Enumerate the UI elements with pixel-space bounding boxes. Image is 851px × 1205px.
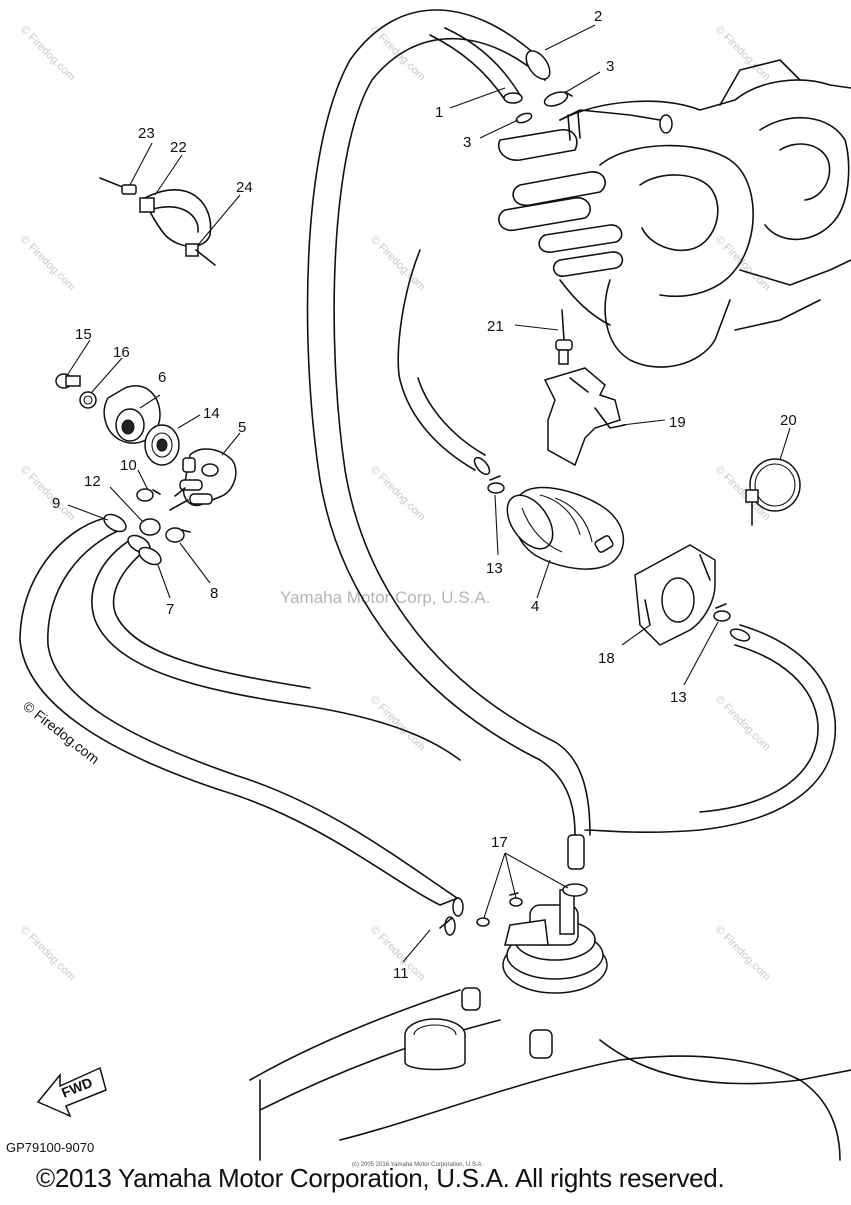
callout-20: 20: [780, 412, 797, 429]
callout-6: 6: [158, 369, 166, 386]
fuel-filter-assembly: [487, 475, 731, 622]
fuel-tank-fitting: [249, 883, 851, 1161]
callout-16: 16: [113, 344, 130, 361]
watermark-text: © Firedog.com: [18, 24, 78, 84]
callout-1: 1: [435, 104, 443, 121]
forward-direction-arrow: FWD: [36, 1066, 107, 1118]
band-22-clip-23-tie-24: [99, 177, 216, 266]
callout-9: 9: [52, 495, 60, 512]
callout-12: 12: [84, 473, 101, 490]
callout-15: 15: [75, 326, 92, 343]
watermark-text: © Firedog.com: [18, 924, 78, 984]
watermark-text: © Firedog.com: [18, 464, 78, 524]
callout-18: 18: [598, 650, 615, 667]
watermark-text: © Firedog.com: [713, 234, 773, 294]
callout-2: 2: [594, 8, 602, 25]
callout-8: 8: [210, 585, 218, 602]
copyright-notice: ©2013 Yamaha Motor Corporation, U.S.A. A…: [36, 1163, 725, 1193]
callout-14: 14: [203, 405, 220, 422]
clamp-3-assembly: [515, 91, 573, 124]
watermark-text: © Firedog.com: [713, 924, 773, 984]
callout-10: 10: [120, 457, 137, 474]
callout-numbers: 1 2 3 3 4 5 6 7 8 9 10 11 12 13 13 14 15…: [52, 8, 797, 982]
callout-3: 3: [463, 134, 471, 151]
callout-23: 23: [138, 125, 155, 142]
watermark-text: © Firedog.com: [368, 694, 428, 754]
callout-5: 5: [238, 419, 246, 436]
fuel-hoses: [19, 9, 837, 936]
callout-11: 11: [393, 965, 409, 982]
band-20: [745, 458, 801, 526]
callout-17: 17: [491, 834, 508, 851]
callout-13-left: 13: [486, 560, 503, 577]
watermark-text: © Firedog.com: [368, 234, 428, 294]
watermark-text: © Firedog.com: [713, 694, 773, 754]
callout-24: 24: [236, 179, 253, 196]
watermark-text: © Firedog.com: [18, 234, 78, 294]
watermark-text: © Firedog.com: [368, 464, 428, 524]
callout-21: 21: [487, 318, 504, 335]
watermark-center: Yamaha Motor Corp, U.S.A.: [280, 588, 490, 607]
callout-7: 7: [166, 601, 174, 618]
watermark-text: © Firedog.com: [713, 24, 773, 84]
firedog-watermarks: © Firedog.com © Firedog.com © Firedog.co…: [18, 24, 773, 984]
fitting-cluster: [55, 373, 237, 511]
callout-3-top: 3: [606, 58, 614, 75]
callout-22: 22: [170, 139, 187, 156]
engine-carburetor-assembly: [498, 59, 851, 368]
fine-print: (c) 2005 2016 Yamaha Motor Corporation, …: [352, 1162, 484, 1168]
diagram-code: GP79100-9070: [6, 1140, 95, 1155]
callout-4: 4: [531, 598, 539, 615]
callout-13-right: 13: [670, 689, 687, 706]
callout-19: 19: [669, 414, 686, 431]
callout-leader-lines: [67, 24, 791, 963]
bracket-19-bolt-21: [543, 309, 626, 467]
clamps-8-10-12: [136, 488, 191, 543]
holder-18: [634, 544, 716, 646]
